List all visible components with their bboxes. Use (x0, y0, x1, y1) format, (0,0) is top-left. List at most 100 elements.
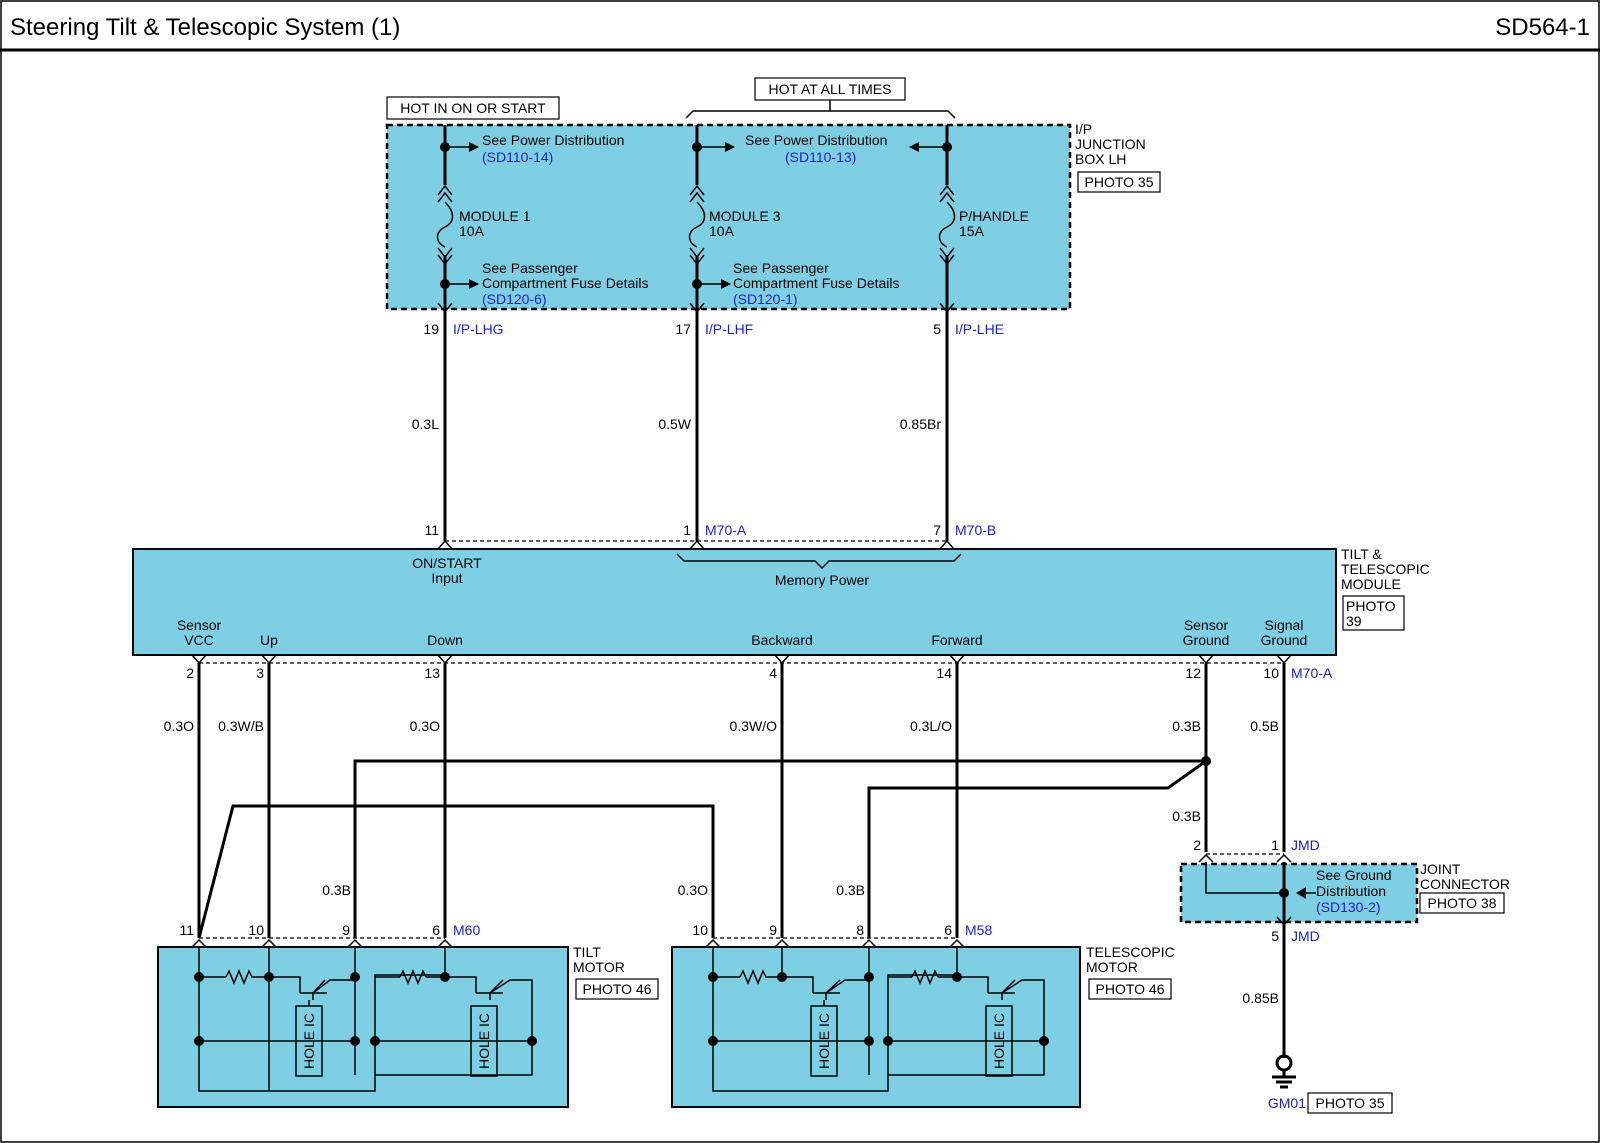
wire-label-signal-gnd: 0.5B (1250, 718, 1279, 734)
label-forward: Forward (931, 632, 982, 648)
see-power-2: See Power Distribution (745, 132, 887, 148)
tilt-pin-6: 6 (432, 922, 440, 938)
tilt-motor-photo: PHOTO 46 (583, 981, 652, 997)
jbox-name-3: BOX LH (1075, 151, 1126, 167)
mod-pin-13: 13 (424, 665, 440, 681)
conn-m70-a-top: M70-A (705, 522, 747, 538)
tilt-motor-name-2: MOTOR (573, 959, 625, 975)
wire-label-sensor-gnd: 0.3B (1172, 718, 1201, 734)
tilt-pin-10: 10 (248, 922, 264, 938)
joint-see-1: See Ground (1316, 867, 1392, 883)
label-sensor-ground-1: Sensor (1184, 617, 1229, 633)
conn-ip-lhg: I/P-LHG (453, 321, 504, 337)
fuse1-name: MODULE 1 (459, 208, 531, 224)
tilt-hole-ic-2: HOLE IC (476, 1013, 492, 1069)
jbox-name-2: JUNCTION (1075, 136, 1146, 152)
see-pass-2b: Compartment Fuse Details (733, 275, 900, 291)
wire-vcc-to-tele (197, 804, 715, 939)
jbox-name-1: I/P (1075, 121, 1092, 137)
joint-conn-jmd: JMD (1291, 837, 1320, 853)
conn-ip-lhe: I/P-LHE (955, 321, 1004, 337)
ref-sd110-13[interactable]: (SD110-13) (785, 149, 856, 165)
mod-pin-2: 2 (186, 665, 194, 681)
ground-photo: PHOTO 35 (1316, 1095, 1385, 1111)
tilt-motor-box (157, 946, 569, 1108)
wire-ground-bus-tele (867, 759, 1207, 938)
on-start-input: Input (431, 570, 462, 586)
ref-sd130-2[interactable]: (SD130-2) (1316, 899, 1381, 915)
joint-pin-2: 2 (1193, 837, 1201, 853)
wire-label-backward: 0.3W/O (730, 718, 778, 734)
tilt-pin-11: 11 (179, 922, 194, 938)
joint-photo: PHOTO 38 (1428, 895, 1497, 911)
wire-label-0-3l: 0.3L (412, 416, 439, 432)
mod-pin-10: 10 (1263, 665, 1279, 681)
tele-pin-8: 8 (856, 922, 864, 938)
joint-photo-box (1419, 892, 1505, 914)
fuse1-amp: 10A (459, 223, 485, 239)
ref-sd120-1[interactable]: (SD120-1) (733, 291, 798, 307)
ref-sd110-14[interactable]: (SD110-14) (482, 149, 553, 165)
mod-pin-3: 3 (256, 665, 264, 681)
page-title: Steering Tilt & Telescopic System (1) (10, 14, 400, 41)
tilt-motor-name-1: TILT (573, 944, 601, 960)
ground-gm01: GM01 (1268, 1095, 1306, 1111)
fuse2-name: MODULE 3 (709, 208, 781, 224)
jbox-photo-box (1077, 171, 1161, 193)
mod-pin-4: 4 (769, 665, 777, 681)
label-up: Up (260, 632, 278, 648)
hot-on-start-label: HOT IN ON OR START (400, 100, 546, 116)
joint-pin-1: 1 (1271, 837, 1279, 853)
module-photo-2: 39 (1346, 613, 1362, 629)
joint-name-1: JOINT (1420, 861, 1461, 877)
hot-all-times-label: HOT AT ALL TIMES (769, 81, 892, 97)
wire-label-vcc: 0.3O (164, 718, 194, 734)
see-power-1: See Power Distribution (482, 132, 624, 148)
module-name-2: TELESCOPIC (1341, 561, 1430, 577)
pin-19: 19 (423, 321, 439, 337)
wire-label-0-85b: 0.85B (1242, 990, 1279, 1006)
tele-motor-photo: PHOTO 46 (1096, 981, 1165, 997)
module-name-1: TILT & (1341, 546, 1382, 562)
see-pass-1a: See Passenger (482, 260, 578, 276)
label-backward: Backward (751, 632, 812, 648)
joint-name-2: CONNECTOR (1420, 876, 1510, 892)
label-sensor-vcc-2: VCC (184, 632, 214, 648)
wire-label-b3: 0.3B (836, 882, 865, 898)
tilt-hole-ic-1: HOLE IC (301, 1013, 317, 1069)
label-down: Down (427, 632, 463, 648)
hot-on-start-box (386, 96, 560, 120)
pin-5: 5 (933, 321, 941, 337)
tele-motor-box (671, 946, 1081, 1108)
module-photo-1: PHOTO (1346, 598, 1396, 614)
joint-see-2: Distribution (1316, 883, 1386, 899)
see-pass-1b: Compartment Fuse Details (482, 275, 649, 291)
tele-hole-ic-1: HOLE IC (816, 1013, 832, 1069)
fuse-module3 (688, 184, 706, 266)
tele-conn-m58: M58 (965, 922, 992, 938)
wire-label-up: 0.3W/B (218, 718, 264, 734)
ref-sd120-6[interactable]: (SD120-6) (482, 291, 547, 307)
tilt-telescopic-module (132, 548, 1337, 656)
wire-label-gnd-b: 0.3B (1172, 808, 1201, 824)
ground-photo-box (1307, 1092, 1393, 1114)
conn-m70-b: M70-B (955, 522, 996, 538)
joint-pin-5: 5 (1271, 928, 1279, 944)
wire-label-0-85br: 0.85Br (900, 416, 942, 432)
tele-motor-name-1: TELESCOPIC (1086, 944, 1175, 960)
mod-pin-1: 1 (683, 522, 691, 538)
memory-power-label: Memory Power (775, 572, 869, 588)
tele-pin-10: 10 (692, 922, 708, 938)
mod-pin-14: 14 (936, 665, 952, 681)
mod-pin-12: 12 (1185, 665, 1201, 681)
fuse2-amp: 10A (709, 223, 735, 239)
mod-pin-11: 11 (424, 522, 439, 538)
label-signal-ground-1: Signal (1265, 617, 1304, 633)
label-signal-ground-2: Ground (1261, 632, 1308, 648)
wire-label-forward: 0.3L/O (910, 718, 952, 734)
see-pass-2a: See Passenger (733, 260, 829, 276)
tilt-conn-m60: M60 (453, 922, 480, 938)
on-start-label: ON/START (412, 555, 482, 571)
